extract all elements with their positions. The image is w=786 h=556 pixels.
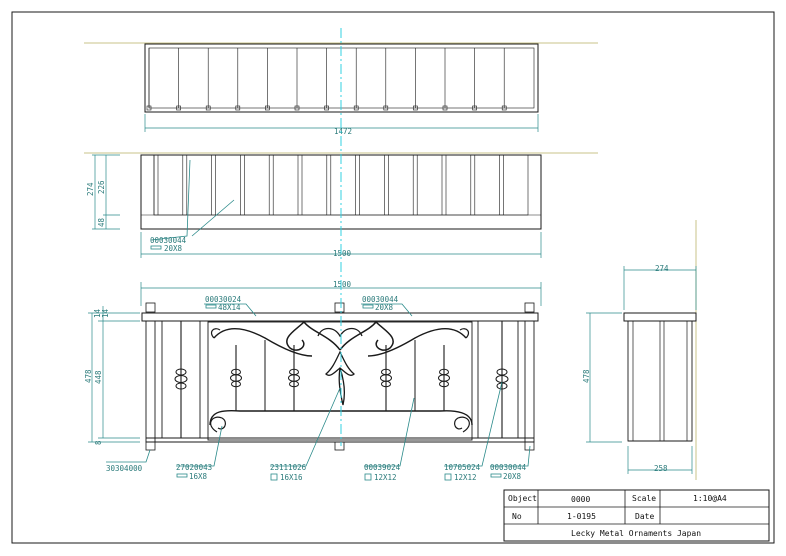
plan-post [146, 105, 152, 111]
dim-front-height-total: 478 [84, 369, 93, 383]
dim-side-bottom-width: 258 [654, 464, 668, 473]
dim-front-top-b: 14 [101, 308, 110, 318]
post-code: 00030044 [490, 463, 527, 472]
bar-collar [439, 380, 449, 388]
top-rail-code: 00030024 [205, 295, 242, 304]
front-view: 1500 [84, 280, 542, 482]
dim-mid-width: 1500 [333, 249, 352, 258]
plan-post [353, 105, 359, 111]
bar-collar [381, 380, 391, 388]
dim-mid-height-base: 48 [97, 217, 106, 227]
mid-part-code: 00030044 [150, 236, 187, 245]
collar-size: 12X12 [454, 473, 477, 482]
mid-part-size: 20X8 [164, 244, 183, 253]
bar-collar [175, 382, 187, 390]
center-size: 16X16 [280, 473, 303, 482]
top-rail-size: 48X14 [218, 303, 241, 312]
plan-post [265, 105, 270, 111]
date-label: Date [635, 512, 654, 521]
plan-post [176, 105, 181, 111]
object-value: 0000 [571, 495, 590, 504]
title-block: Object 0000 Scale 1:10@A4 No 1-0195 Date… [503, 489, 770, 542]
bar-code: 00039024 [364, 463, 401, 472]
plan-post [235, 105, 241, 111]
scale-label: Scale [632, 494, 656, 503]
bar-collar [289, 380, 299, 388]
plan-post [472, 105, 477, 111]
plan-post [383, 105, 389, 111]
company-name: Lecky Metal Ornaments Japan [571, 529, 701, 538]
center-code: 23111026 [270, 463, 307, 472]
plan-post [501, 105, 507, 111]
foot-code: 30304000 [106, 464, 143, 473]
side-view: 274 478 258 [582, 220, 697, 480]
dim-front-bottom: 8 [94, 440, 103, 445]
top-rail2-code: 00030044 [362, 295, 399, 304]
dim-front-top-a: 14 [93, 308, 102, 318]
scale-value: 1:10@A4 [693, 494, 727, 503]
plan-post [324, 105, 329, 111]
plan-post [205, 105, 211, 111]
bar-size: 12X12 [374, 473, 397, 482]
dim-side-height: 478 [582, 369, 591, 383]
dim-mid-height-total: 274 [86, 182, 95, 196]
dim-top-width: 1472 [334, 127, 352, 136]
collar-code: 10705024 [444, 463, 481, 472]
post-size: 20X8 [503, 472, 522, 481]
no-label: No [512, 512, 522, 521]
object-label: Object [508, 494, 537, 503]
dim-side-top-width: 274 [655, 264, 669, 273]
dim-front-height-inner: 448 [94, 370, 103, 384]
plan-post [413, 105, 418, 111]
drawing-border [11, 11, 775, 544]
top-rail2-size: 20X8 [375, 303, 394, 312]
scroll-code: 27020043 [176, 463, 212, 472]
plan-post [442, 105, 448, 111]
dim-front-width: 1500 [333, 280, 352, 289]
scroll-size: 16X8 [189, 472, 208, 481]
dim-mid-height-inner: 226 [97, 180, 106, 194]
no-value: 1-0195 [567, 512, 596, 521]
bar-collar [231, 380, 241, 388]
plan-post [294, 105, 300, 111]
